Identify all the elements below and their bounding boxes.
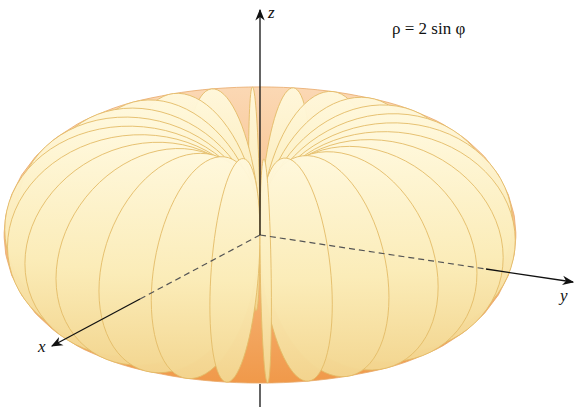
axes [52,10,573,407]
z-axis [259,10,260,235]
axis-label: x [38,338,46,357]
y-axis [486,269,573,282]
z-axis-lower [259,384,260,407]
equation-label: ρ = 2 sin φ [392,20,465,39]
axis-label: y [560,287,568,306]
axis-label: z [268,4,275,23]
meridian-slice [260,159,271,383]
x-axis-hidden [140,235,260,299]
meridian-slice [210,159,260,383]
y-axis-hidden [260,235,486,269]
x-axis [52,299,140,346]
